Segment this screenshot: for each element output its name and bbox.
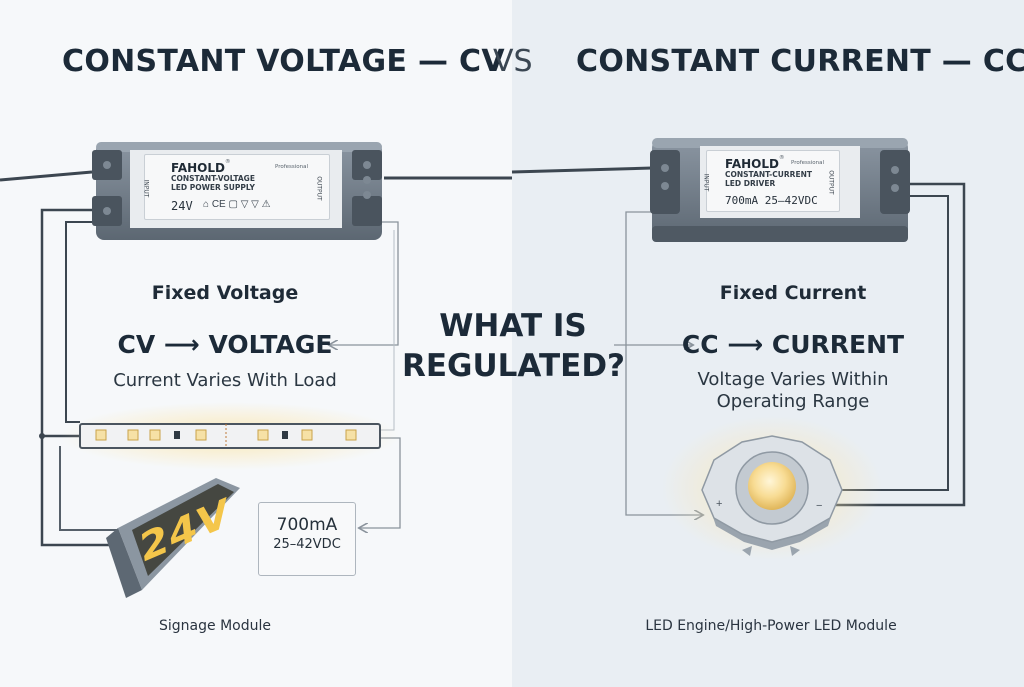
title-constant-voltage: CONSTANT VOLTAGE — CV	[62, 44, 505, 79]
wire-left-inner	[65, 221, 98, 423]
supply-voltage-rating: 24V	[171, 199, 193, 213]
driver-type-line1: CONSTANT-CURRENT	[725, 170, 812, 179]
driver-type-line2: LED DRIVER	[725, 179, 776, 188]
cc-driver-label: FAHOLD® Professional CONSTANT-CURRENT LE…	[702, 150, 840, 212]
mains-input-cable-left	[0, 170, 93, 182]
brand-name: FAHOLD	[171, 161, 225, 175]
wire-right-feedback	[625, 211, 702, 515]
cc-regulates-current: CC ⟶ CURRENT	[681, 330, 905, 359]
brand-name: FAHOLD	[725, 157, 779, 171]
caption-signage-module: Signage Module	[159, 618, 271, 634]
led-plus-marker: +	[716, 498, 723, 510]
center-question-line1: WHAT IS	[439, 308, 587, 344]
brand-tagline: Professional	[791, 160, 825, 166]
wire-right-outer	[836, 182, 966, 507]
center-question-line2: REGULATED?	[402, 348, 626, 384]
spec-voltage-range: 25–42VDC	[273, 537, 341, 552]
output-label: OUTPUT	[315, 176, 323, 201]
wire-left-outer	[40, 208, 122, 547]
input-label: INPUT	[702, 173, 710, 192]
cv-regulates-voltage: CV ⟶ VOLTAGE	[117, 330, 333, 359]
spec-current: 700mA	[276, 515, 338, 535]
cc-description: Voltage Varies Within Operating Range	[697, 369, 889, 412]
supply-type-line1: CONSTANT-VOLTAGE	[171, 174, 255, 183]
caption-led-engine: LED Engine/High-Power LED Module	[645, 618, 897, 634]
fixed-voltage-label: Fixed Voltage	[151, 282, 299, 304]
certification-marks: ⌂ CE ▢ ▽ ▽ ⚠	[203, 199, 271, 210]
vs-label: VS	[493, 44, 533, 79]
left-panel-background	[0, 0, 512, 687]
feedback-arrow-left	[330, 221, 399, 345]
led-minus-marker: −	[816, 500, 823, 512]
cv-description: Current Varies With Load	[113, 370, 337, 391]
cv-supply-label: FAHOLD® Professional CONSTANT-VOLTAGE LE…	[142, 154, 330, 220]
signage-module-box	[106, 478, 240, 598]
title-constant-current: CONSTANT CURRENT — CC	[576, 44, 1024, 79]
spec-card: 700mA 25–42VDC	[258, 502, 356, 576]
mains-input-cable-right	[511, 166, 653, 174]
fixed-current-label: Fixed Current	[719, 282, 867, 304]
center-question: WHAT IS REGULATED?	[402, 306, 626, 386]
input-label: INPUT	[142, 179, 150, 198]
high-power-led-module	[662, 416, 882, 560]
brand-tagline: Professional	[275, 164, 309, 170]
output-label: OUTPUT	[827, 170, 835, 195]
right-panel-background	[512, 0, 1024, 687]
driver-rating: 700mA 25–42VDC	[725, 194, 818, 207]
led-strip	[60, 402, 400, 470]
supply-type-line2: LED POWER SUPPLY	[171, 183, 255, 192]
